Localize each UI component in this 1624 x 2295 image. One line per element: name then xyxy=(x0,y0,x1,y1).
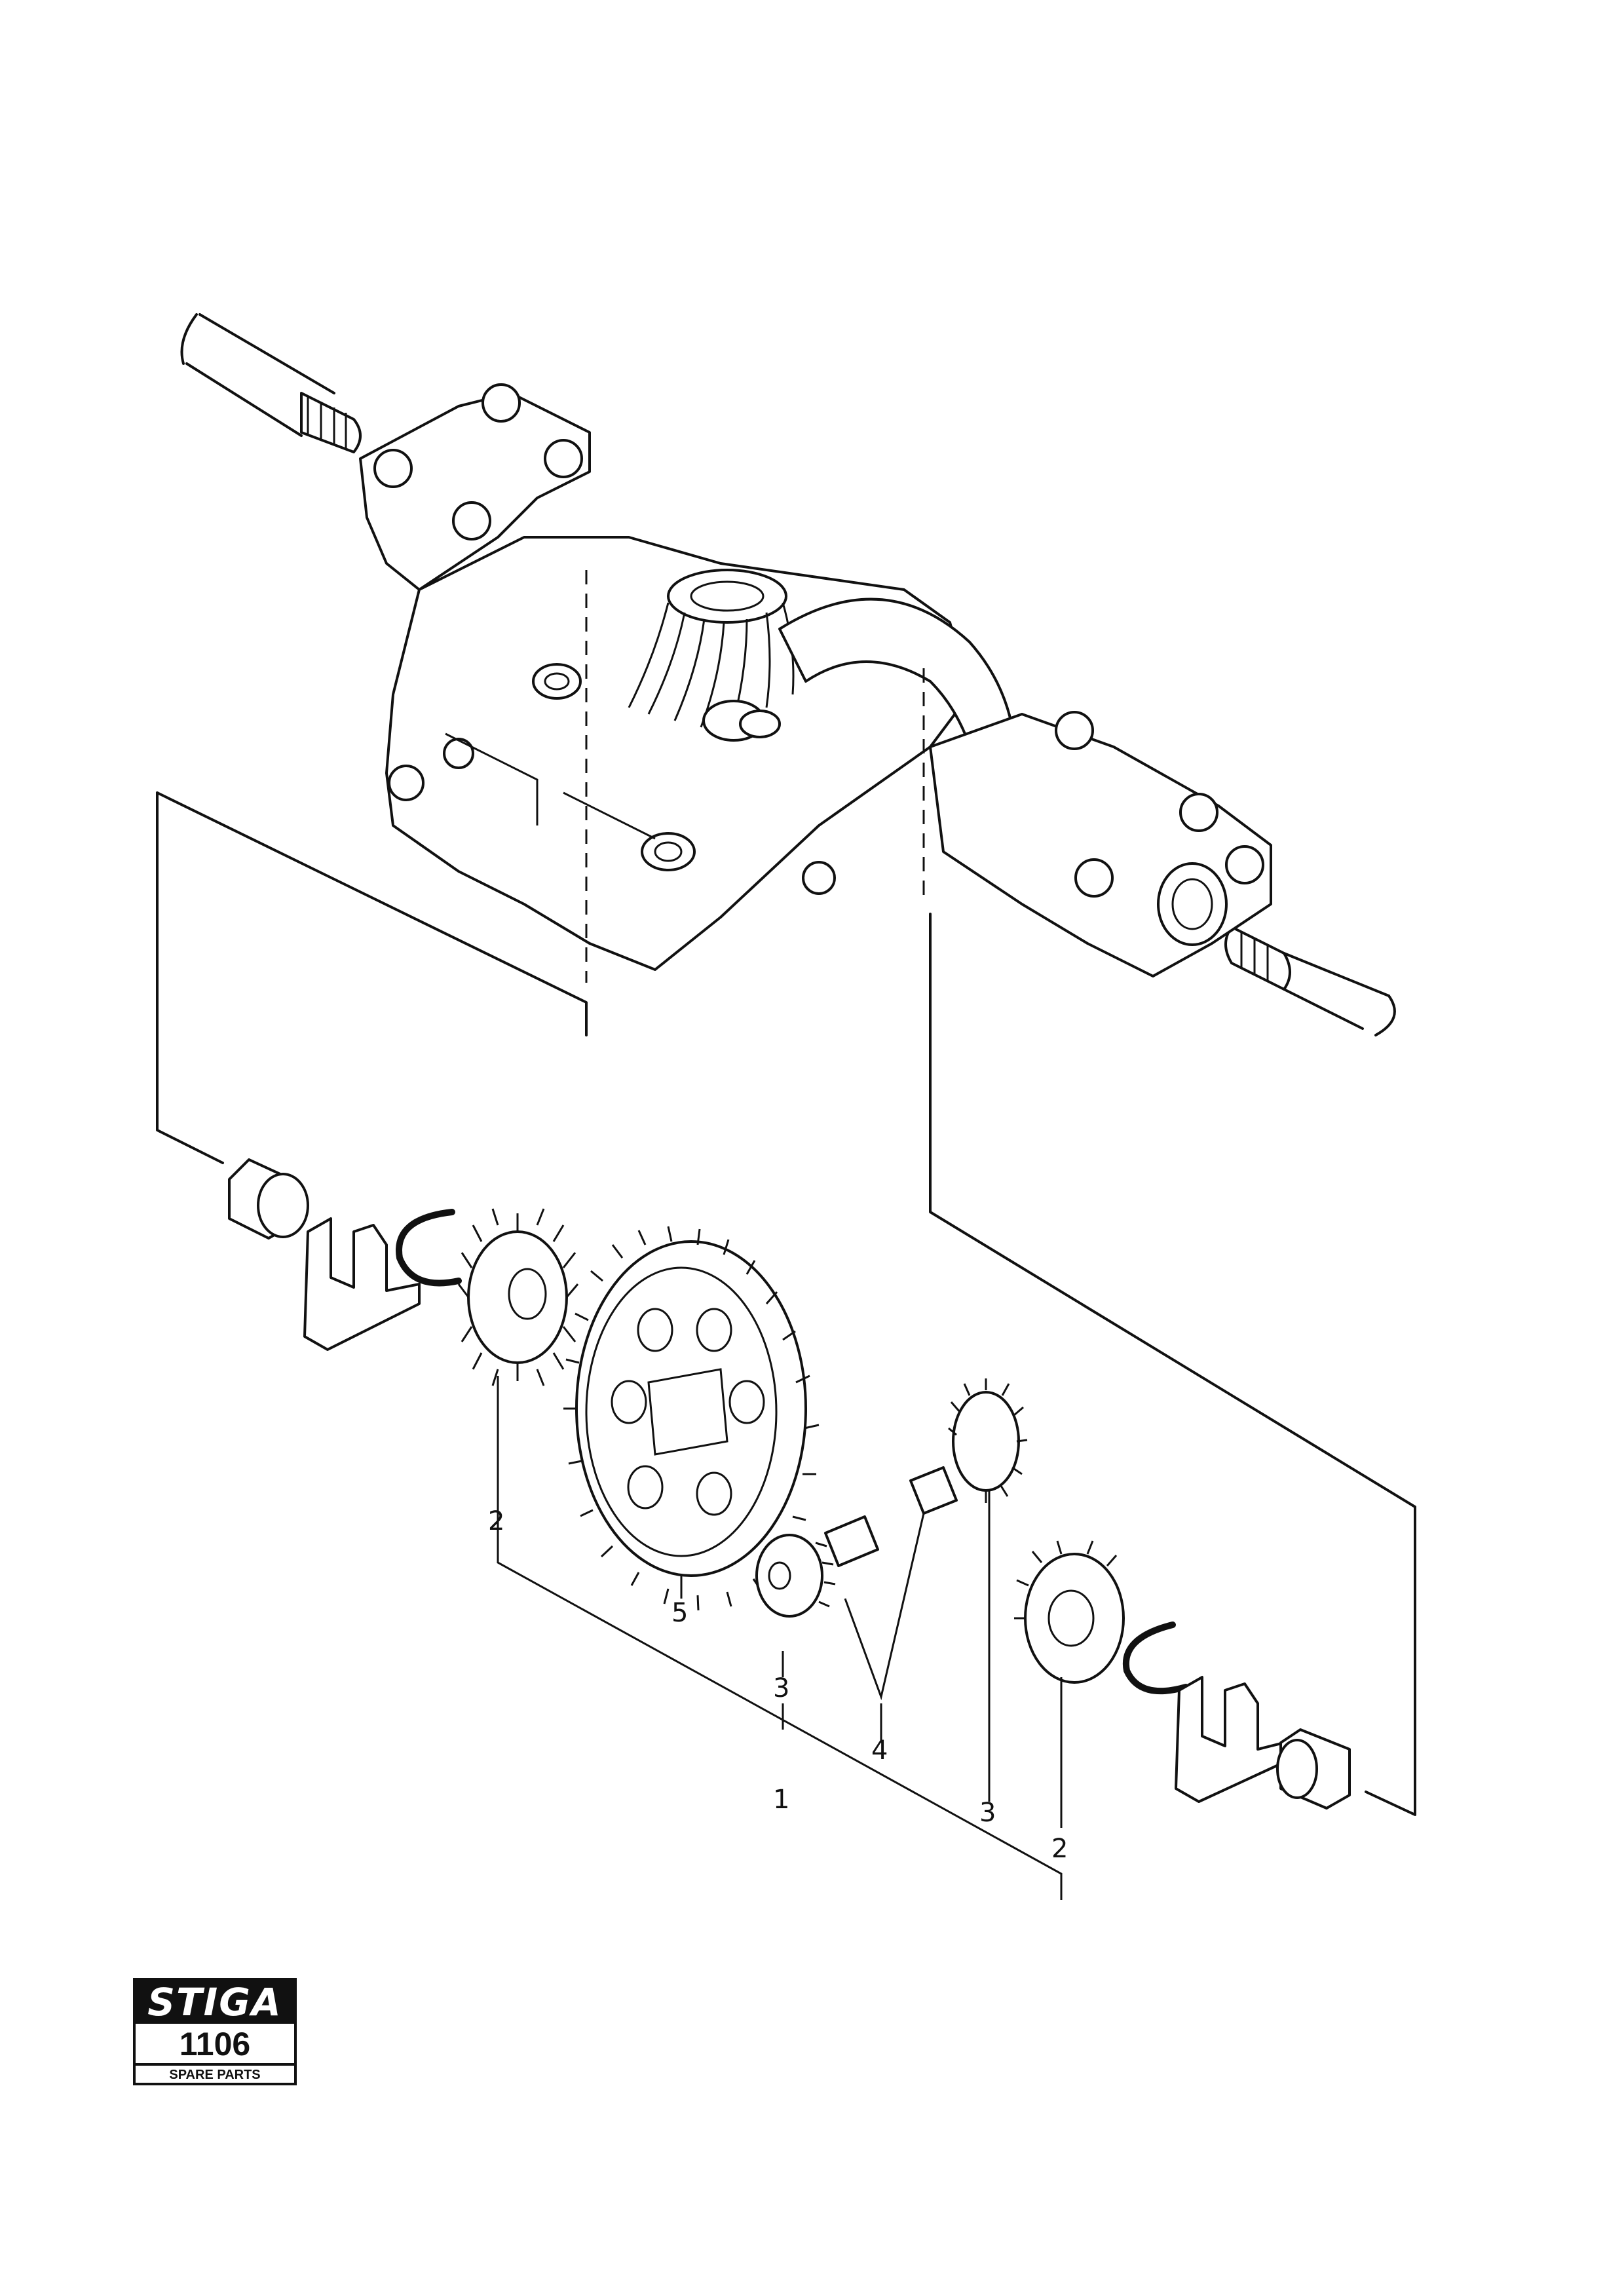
right-bevel-pinion xyxy=(948,1378,1028,1503)
right-axle-shaft xyxy=(1224,926,1396,1036)
stiga-logo-block: STIGA 1106 SPARE PARTS xyxy=(133,1978,297,2085)
callout-item-3-left: 3 xyxy=(773,1673,789,1703)
left-shim-plate xyxy=(303,1217,421,1351)
callout-leaders xyxy=(497,1490,1063,1828)
small-pinion-gear xyxy=(755,1534,836,1618)
left-bushing xyxy=(228,1158,309,1240)
right-bushing xyxy=(1276,1728,1351,1810)
page-number: 1106 xyxy=(136,2025,294,2066)
right-shim-plate xyxy=(1175,1676,1285,1803)
callout-item-1: 1 xyxy=(773,1785,789,1815)
exploded-guide-lines xyxy=(156,791,1416,1900)
left-bevel-gear xyxy=(457,1208,579,1386)
callout-item-2-right: 2 xyxy=(1051,1834,1068,1864)
right-bevel-gear xyxy=(1014,1540,1125,1684)
transmission-housing xyxy=(359,383,1272,983)
left-axle-shaft xyxy=(180,313,362,453)
callout-item-5: 5 xyxy=(671,1598,688,1628)
right-retaining-clip xyxy=(1122,1622,1189,1695)
callout-item-2-left: 2 xyxy=(488,1506,504,1536)
large-ring-gear xyxy=(563,1226,820,1611)
spare-parts-caption: SPARE PARTS xyxy=(169,2068,261,2082)
callout-item-3-right: 3 xyxy=(979,1798,996,1828)
left-retaining-clip xyxy=(396,1209,462,1287)
callout-item-4: 4 xyxy=(871,1735,888,1766)
cross-pins xyxy=(824,1466,958,1701)
brand-logo: STIGA xyxy=(136,1981,294,2024)
